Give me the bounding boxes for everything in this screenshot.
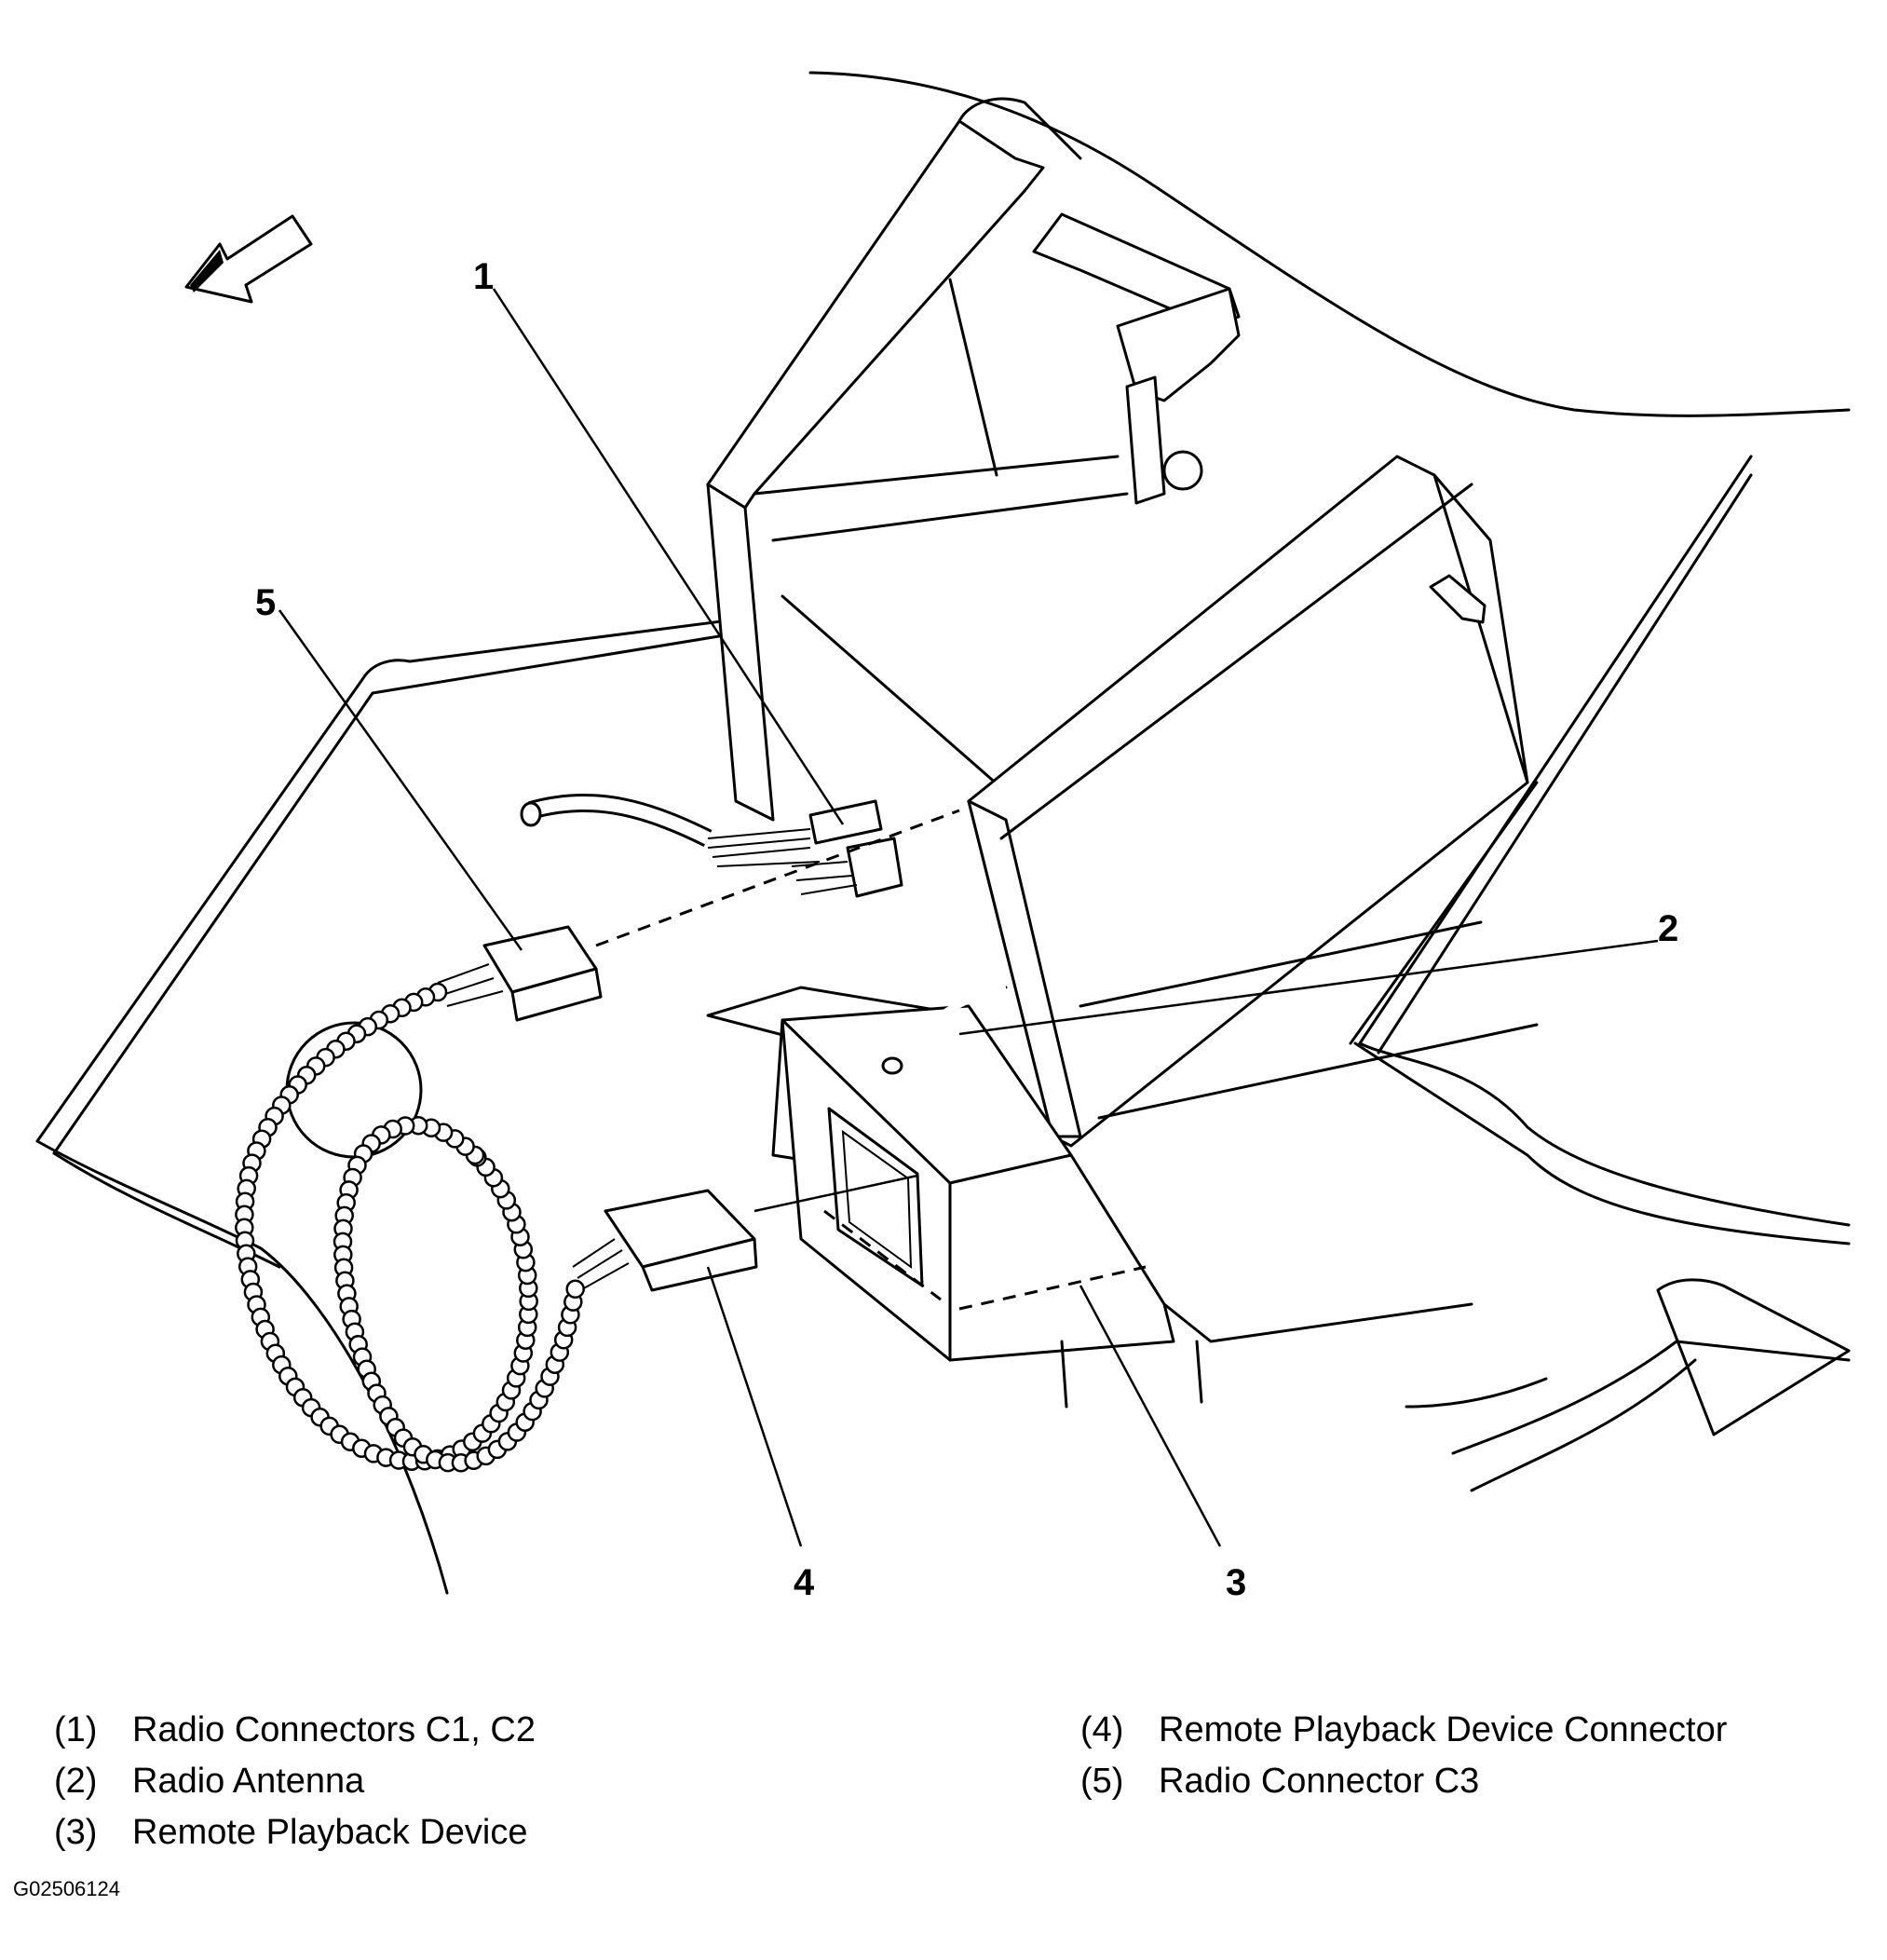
legend-item-1: (1) Radio Connectors C1, C2	[54, 1712, 536, 1748]
legend-item-3: (3) Remote Playback Device	[54, 1815, 528, 1850]
legend-item-2: (2) Radio Antenna	[54, 1763, 364, 1799]
upper-bracket	[706, 97, 1241, 822]
coiled-harness	[235, 982, 585, 1473]
callout-4: 4	[794, 1562, 815, 1603]
callout-1: 1	[473, 256, 494, 297]
legend-text: Radio Connector C3	[1159, 1762, 1480, 1801]
legend-text: Remote Playback Device Connector	[1159, 1710, 1728, 1749]
legend-item-4: (4) Remote Playback Device Connector	[1080, 1712, 1727, 1748]
legend-text: Remote Playback Device	[132, 1813, 528, 1852]
legend-number: (3)	[54, 1813, 98, 1852]
radio-installation-drawing: 1 2 3 4 5	[35, 71, 1851, 1603]
instrument-panel	[35, 71, 1851, 1595]
legend-item-5: (5) Radio Connector C3	[1080, 1763, 1479, 1799]
legend-text: Radio Connectors C1, C2	[132, 1710, 536, 1749]
radio-antenna	[881, 984, 1008, 1075]
remote-playback-connector	[572, 1174, 918, 1292]
radio-connector-c3	[437, 809, 960, 1022]
legend-text: Radio Antenna	[132, 1762, 365, 1801]
direction-arrow	[184, 214, 313, 304]
remote-playback-device	[706, 986, 1548, 1409]
legend-number: (4)	[1080, 1710, 1124, 1749]
callout-5: 5	[255, 582, 276, 623]
radio-housing	[967, 455, 1539, 1148]
callout-3: 3	[1226, 1562, 1246, 1603]
legend-number: (5)	[1080, 1762, 1124, 1801]
callout-2: 2	[1658, 908, 1678, 949]
leader-lines	[278, 288, 1659, 1547]
harness-bead	[565, 1279, 585, 1300]
figure-id: G02506124	[13, 1877, 120, 1900]
legend-number: (1)	[54, 1710, 98, 1749]
legend-number: (2)	[54, 1762, 98, 1801]
radio-connectors-c1-c2	[520, 793, 903, 898]
